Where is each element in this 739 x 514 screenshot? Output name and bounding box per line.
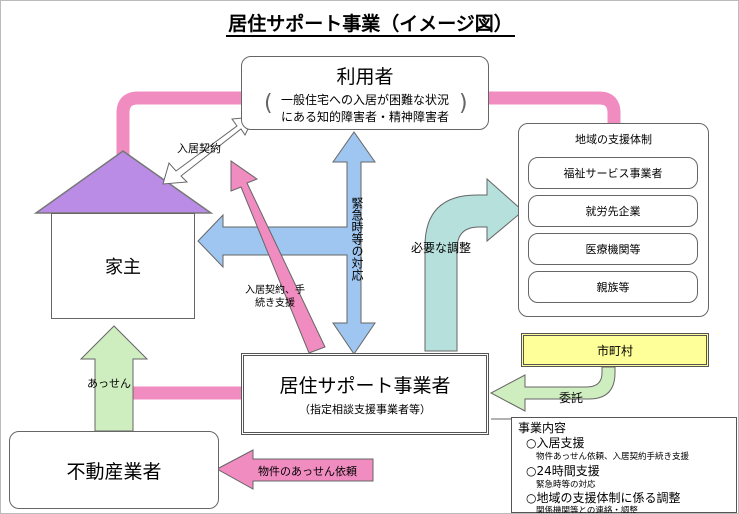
landlord-box: 家主 [51,213,195,319]
regional-item: 就労先企業 [528,195,698,227]
regional-item: 医療機関等 [528,233,698,265]
support-provider-box: 居住サポート事業者 （指定相談支援事業者等） [241,353,489,435]
business-item-label: ○入居支援 [526,436,585,450]
business-item-label: ○24時間支援 [526,464,600,478]
user-box: 利用者 一般住宅への入居が困難な状況 にある知的障害者・精神障害者 [241,56,489,130]
regional-item-label: 福祉サービス事業者 [563,167,663,180]
mediation-label: あっせん [87,377,131,390]
move-in-contract-label: 入居契約 [177,142,221,155]
regional-support-heading: 地域の支援体制 [575,133,652,146]
regional-item: 親族等 [528,271,698,303]
support-provider-title: 居住サポート事業者 [279,375,451,397]
business-content-box: 事業内容 ○入居支援 物件あっせん依頼、入居契約手続き支援 ○24時間支援 緊急… [511,417,737,513]
diagram-title: 居住サポート事業（イメージ図） [226,13,515,37]
contract-support-label-line2: 続き支援 [255,298,295,309]
regional-item-label: 就労先企業 [585,205,641,218]
municipality-label: 市町村 [596,343,633,358]
regional-item: 福祉サービス事業者 [528,157,698,189]
user-desc-line2: にある知的障害者・精神障害者 [280,109,449,124]
user-desc-line1: 一般住宅への入居が困難な状況 [280,92,449,107]
pink-loop-connector [116,91,241,161]
business-content-heading: 事業内容 [518,421,567,435]
teal-curved-arrow [424,177,524,352]
regional-item-label: 親族等 [596,281,630,294]
user-title: 利用者 [336,65,394,88]
user-desc-bracket-left: ( [264,91,273,116]
real-estate-label: 不動産業者 [66,460,162,483]
property-request-label: 物件のあっせん依頼 [258,465,357,478]
pink-diagonal-arrow [230,160,326,354]
business-item-note: 緊急時等の対応 [536,480,596,490]
needed-adjustment-label: 必要な調整 [411,241,472,255]
emergency-response-label: 緊急時等の対応 [350,197,364,281]
landlord-label: 家主 [105,257,141,278]
contract-support-label-line1: 入居契約、手 [245,285,305,296]
support-provider-subtitle: （指定相談支援事業者等） [299,403,431,416]
municipality-box: 市町村 [521,333,709,367]
pink-loop-connector-right [489,91,621,123]
business-item-note: 関係機関等との連絡・調整 [536,506,638,514]
consignment-label: 委託 [559,391,584,405]
user-desc-bracket-right: ) [459,91,468,116]
regional-item-label: 医療機関等 [585,243,641,256]
blue-cross-arrow [197,131,376,355]
real-estate-box: 不動産業者 [9,431,219,509]
business-item-note: 物件あっせん依頼、入居契約手続き支援 [536,452,690,462]
green-consign-arrow [489,366,616,412]
pink-left-arrow [215,449,374,490]
business-item-label: ○地域の支援体制に係る調整 [526,491,681,505]
